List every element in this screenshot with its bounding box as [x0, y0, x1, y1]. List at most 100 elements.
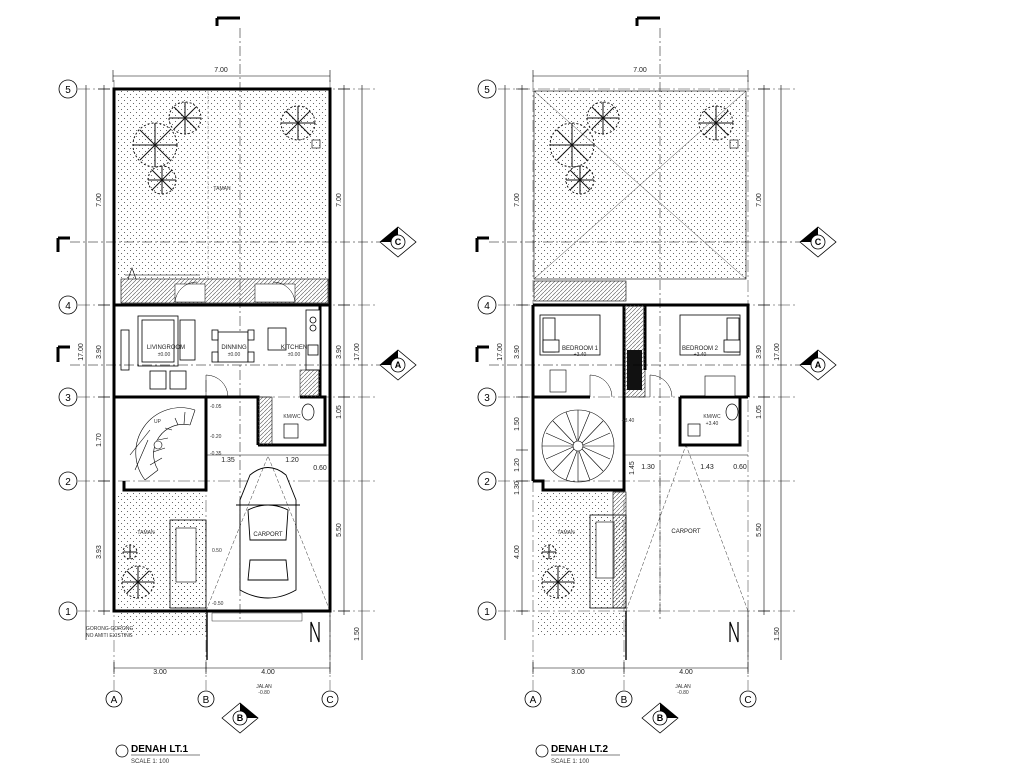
toilet	[687, 403, 739, 437]
staircase-2	[541, 409, 615, 483]
top-dim-2: 7.00	[633, 67, 647, 74]
section-b-label: B	[237, 713, 244, 723]
bottom-dim-2-1: 4.00	[679, 669, 693, 676]
row-dim-2-1: 1.43	[700, 464, 714, 471]
staircase	[129, 407, 196, 481]
section-b-label-2: B	[657, 713, 664, 723]
plan-scale-lt1: SCALE 1: 100	[131, 759, 170, 765]
left-dim-2-1: 3.90	[514, 345, 521, 359]
tree-icon	[132, 101, 316, 195]
bedroom1-level: +3.40	[574, 352, 587, 358]
right-dim-4: 1.50	[354, 627, 361, 641]
kitchen-label: KITCHEN	[281, 345, 307, 351]
front-garden2-label: TAMAN	[557, 530, 575, 536]
grid-col-c: C	[326, 695, 333, 706]
grid-col-a-2: A	[530, 695, 537, 706]
kmwc2-label: KM/WC	[703, 414, 721, 420]
right-dim-1: 3.90	[336, 345, 343, 359]
left-total: 17.00	[78, 343, 85, 361]
left-dim-2-2: 1.50	[514, 417, 521, 431]
right-dim-2-2: 1.05	[756, 405, 763, 419]
toilet	[283, 403, 315, 439]
left-dim-2-0: 7.00	[514, 193, 521, 207]
left-dim-2-5: 4.00	[514, 545, 521, 559]
dining-label: DINNING	[221, 345, 247, 351]
sofa-set	[120, 315, 196, 390]
dining-level: ±0.00	[228, 352, 241, 358]
row-dim-2-3: 1.45	[629, 461, 636, 475]
row-dim-2-0: 1.30	[641, 464, 655, 471]
row-dim-1: 1.20	[285, 457, 299, 464]
livingroom-label: LIVINGROOM	[147, 345, 185, 351]
row-dim-0: 1.35	[221, 457, 235, 464]
grid-col-c-2: C	[744, 695, 751, 706]
hall-level: +3.40	[622, 418, 635, 424]
grid-col-b-2: B	[621, 695, 628, 706]
left-dim-0: 7.00	[96, 193, 103, 207]
right-dim-2-0: 7.00	[756, 193, 763, 207]
back-garden	[116, 91, 328, 279]
livingroom-level: ±0.00	[158, 352, 171, 358]
section-c-label-left: C	[395, 237, 402, 247]
section-mark-c-right: C	[475, 226, 837, 258]
bed-icon	[539, 314, 601, 356]
note-2: NO AMITI EXISTING	[86, 633, 133, 639]
grid-row-5-2: 5	[484, 85, 490, 96]
section-c-label-right: C	[815, 237, 822, 247]
dining-table	[211, 329, 255, 363]
street-label: JALAN	[256, 684, 272, 690]
section-mark-a-right: A	[475, 345, 837, 381]
tree-icon	[549, 101, 734, 195]
left-dim-2-4: 1.30	[514, 481, 521, 495]
level-c: -0.35	[210, 451, 222, 457]
grid-col-b: B	[203, 695, 210, 706]
left-dim-3: 3.93	[96, 545, 103, 559]
north-arrow-icon	[310, 621, 320, 643]
garden-label: TAMAN	[213, 186, 231, 192]
plan-title-lt1: DENAH LT.1	[131, 744, 188, 755]
section-mark-c-left: C	[56, 226, 417, 258]
section-mark-a-left: A	[56, 345, 417, 381]
right-dim-2-1: 3.90	[756, 345, 763, 359]
street-level-2: -0.80	[677, 690, 689, 696]
grid-row-1-2: 1	[484, 607, 490, 618]
street-level: -0.80	[258, 690, 270, 696]
kitchen-counter	[267, 309, 321, 371]
bedroom2-label: BEDROOM 2	[682, 346, 719, 352]
bottom-dim-1: 4.00	[261, 669, 275, 676]
section-a-label-right: A	[815, 360, 822, 370]
building-outline-lt1	[112, 87, 332, 613]
grid-row-2-2: 2	[484, 477, 490, 488]
level-d: 0.50	[212, 548, 222, 554]
plan-scale-lt2: SCALE 1: 100	[551, 759, 590, 765]
bottom-dim-2-0: 3.00	[571, 669, 585, 676]
street-label-2: JALAN	[675, 684, 691, 690]
level-a: -0.05	[210, 404, 222, 410]
kmwc2-level: +3.40	[706, 421, 719, 427]
plan-lt2: 7.00 5 4 3 2 1	[477, 16, 795, 765]
top-dim: 7.00	[214, 67, 228, 74]
right-dim-3: 5.50	[336, 523, 343, 537]
grid-row-3: 3	[65, 393, 71, 404]
tree-icon	[541, 544, 575, 599]
section-a-label-left: A	[395, 360, 402, 370]
grid-row-5: 5	[65, 85, 71, 96]
right-total: 17.00	[354, 343, 361, 361]
plan-lt1: 7.00 5 4 3 2 1	[58, 16, 375, 765]
bedroom2-level: +3.40	[694, 352, 707, 358]
north-arrow-icon-2	[729, 621, 739, 643]
left-dim-1: 3.90	[96, 345, 103, 359]
carport-label: CARPORT	[253, 532, 283, 538]
grid-row-1: 1	[65, 607, 71, 618]
level-b: -0.20	[210, 434, 222, 440]
bottom-dim-0: 3.00	[153, 669, 167, 676]
left-dim-2-3: 1.20	[514, 458, 521, 472]
section-mark-b-2: B	[641, 702, 679, 734]
section-mark-b: B	[221, 702, 259, 734]
bed-icon	[679, 314, 741, 356]
svg-text:UP: UP	[154, 419, 162, 425]
right-dim-2-3: 5.50	[756, 523, 763, 537]
kmwc-label: KM/WC	[283, 414, 301, 420]
grid-row-4: 4	[65, 301, 71, 312]
